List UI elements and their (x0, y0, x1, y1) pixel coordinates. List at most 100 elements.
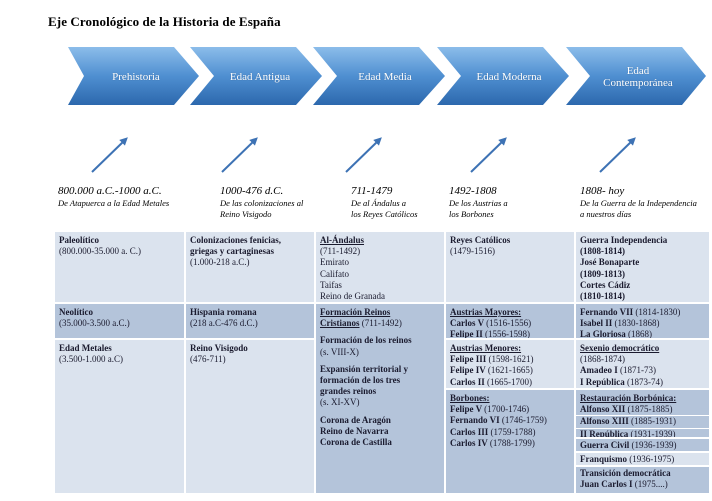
cell-name-line: Cristianos (711-1492) (320, 318, 440, 329)
king-row: Felipe II (1556-1598) (450, 329, 570, 339)
king-name: Alfonso XIII (580, 416, 629, 427)
cell-heading: Sexenio democrático (580, 343, 660, 353)
chevron-edad-media (313, 47, 445, 105)
king-dates: (1868) (628, 329, 653, 339)
king-name: Franquismo (580, 454, 628, 464)
cell-restauracion: Restauración Borbónica: Alfonso XII (187… (575, 389, 710, 438)
cell-dates: (476-711) (190, 354, 226, 365)
cell-name: Paleolítico (59, 235, 99, 245)
column-edad-contemporanea: Guerra Independencia (1808-1814) José Bo… (575, 231, 710, 494)
king-name: Felipe IV (450, 365, 486, 376)
cell-austrias-mayores: Austrias Mayores: Carlos V (1516-1556) F… (445, 303, 575, 339)
cell-name: Reino Visigodo (190, 343, 248, 353)
cell-heading: Restauración Borbónica: (580, 393, 677, 403)
period-description: De los Austrias a (449, 198, 508, 208)
chevron-prehistoria (68, 47, 199, 105)
list-item: Emirato (320, 257, 349, 268)
king-row: Juan Carlos I (1975....) (580, 479, 705, 490)
cell-name: grandes reinos (320, 386, 377, 397)
cell-dates: (1.000-218 a.C.) (190, 257, 250, 268)
period-description: De Atapuerca a la Edad Metales (58, 198, 170, 208)
king-row: II República (1931-1939) (576, 427, 709, 437)
king-name: Juan Carlos I (580, 479, 633, 490)
cell-name: Cristianos (320, 318, 360, 329)
cell-name: Formación de los reinos (320, 335, 412, 346)
cell-heading: Austrias Menores: (450, 343, 522, 353)
era-label-edad-contemporanea: Edad Contemporánea (590, 65, 686, 89)
period-range: 1808- hoy (580, 185, 625, 197)
cell-dates: (711-1492) (320, 246, 361, 257)
cell-dates: (1810-1814) (580, 291, 625, 302)
king-dates: (1975....) (634, 479, 668, 490)
king-row: Carlos II (1665-1700) (450, 377, 570, 388)
cell-name: Corona de Aragón (320, 414, 391, 425)
column-edad-media: Al-Ándalus (711-1492) Emirato Califato T… (315, 231, 445, 494)
king-name: Carlos II (450, 376, 485, 387)
cell-name: Al-Ándalus (320, 235, 365, 245)
king-name: Amadeo I (580, 365, 618, 376)
cell-dates: (s. VIII-X) (320, 346, 359, 357)
cell-colonizaciones: Colonizaciones fenicias, griegas y carta… (185, 231, 315, 303)
king-name: Carlos III (450, 426, 489, 437)
king-name: Guerra Civil (580, 440, 630, 450)
king-dates: (1621-1665) (487, 365, 533, 376)
king-name: Carlos IV (450, 437, 488, 448)
king-dates: (1936-1939) (631, 440, 677, 450)
king-name: Isabel II (580, 318, 613, 329)
cell-edad-metales: Edad Metales (3.500-1.000 a.C) (54, 339, 185, 494)
king-row: Carlos III (1759-1788) (450, 427, 570, 438)
king-dates: (1665-1700) (487, 376, 533, 387)
cell-dates: (800.000-35.000 a. C.) (59, 246, 141, 257)
arrow-icon (221, 137, 258, 173)
king-row: Alfonso XIII (1885-1931) (576, 415, 709, 427)
period-description: los Reyes Católicos (351, 209, 418, 219)
cell-reino-visigodo: Reino Visigodo (476-711) (185, 339, 315, 494)
period-description: a nuestros días (580, 209, 632, 219)
king-dates: (1516-1556) (486, 318, 532, 329)
cell-heading: Austrias Mayores: (450, 307, 522, 317)
arrows-layer (91, 137, 636, 173)
era-label-line: Edad (626, 65, 650, 77)
cell-reyes-catolicos: Reyes Católicos (1479-1516) (445, 231, 575, 303)
cell-name: Transición democrática (580, 468, 671, 478)
cell-name: Edad Metales (59, 343, 112, 353)
king-name: La Gloriosa (580, 329, 626, 339)
era-label-edad-moderna: Edad Moderna (476, 71, 542, 83)
cell-franquismo: Franquismo (1936-1975) (575, 452, 710, 466)
king-dates: (1873-74) (627, 376, 664, 387)
cell-transicion: Transición democrática Juan Carlos I (19… (575, 466, 710, 494)
king-dates: (1788-1799) (489, 437, 535, 448)
cell-dates: (3.500-1.000 a.C) (59, 354, 123, 365)
king-name: Felipe III (450, 354, 487, 365)
king-dates: (1598-1621) (488, 354, 534, 365)
cell-dates: (35.000-3.500 a.C.) (59, 318, 130, 329)
period-range: 800.000 a.C.-1000 a.C. (58, 185, 162, 197)
king-dates: (1885-1931) (631, 416, 677, 427)
era-label-edad-antigua: Edad Antigua (229, 71, 291, 83)
cell-name: José Bonaparte (580, 257, 640, 268)
king-dates: (1875-1885) (627, 404, 673, 415)
cell-dates: (218 a.C-476 d.C.) (190, 318, 258, 329)
list-item: Califato (320, 268, 349, 279)
king-row: La Gloriosa (1868) (580, 329, 705, 339)
cell-dates: (1868-1874) (580, 354, 625, 365)
cell-heading: Borbones: (450, 393, 490, 403)
king-dates: (1556-1598) (485, 329, 530, 339)
arrow-icon (91, 137, 128, 173)
king-row: Amadeo I (1871-73) (580, 365, 705, 376)
era-label-prehistoria: Prehistoria (112, 71, 160, 83)
cell-name: Colonizaciones fenicias, (190, 235, 281, 245)
cell-fernando-isabel: Fernando VII (1814-1830) Isabel II (1830… (575, 303, 710, 339)
arrow-icon (470, 137, 507, 173)
cell-guerra-civil: Guerra Civil (1936-1939) (575, 438, 710, 452)
cell-dates: (1809-1813) (580, 268, 625, 279)
column-prehistoria: Paleolítico (800.000-35.000 a. C.) Neolí… (54, 231, 185, 494)
king-row: Isabel II (1830-1868) (580, 318, 705, 329)
king-row: Fernando VI (1746-1759) (450, 415, 570, 426)
king-row: Carlos IV (1788-1799) (450, 438, 570, 449)
chevron-edad-antigua (190, 47, 322, 105)
king-name: I República (580, 376, 625, 387)
cell-dates: (1808-1814) (580, 246, 625, 257)
king-name: Felipe II (450, 329, 483, 339)
king-dates: (1936-1975) (629, 454, 675, 464)
